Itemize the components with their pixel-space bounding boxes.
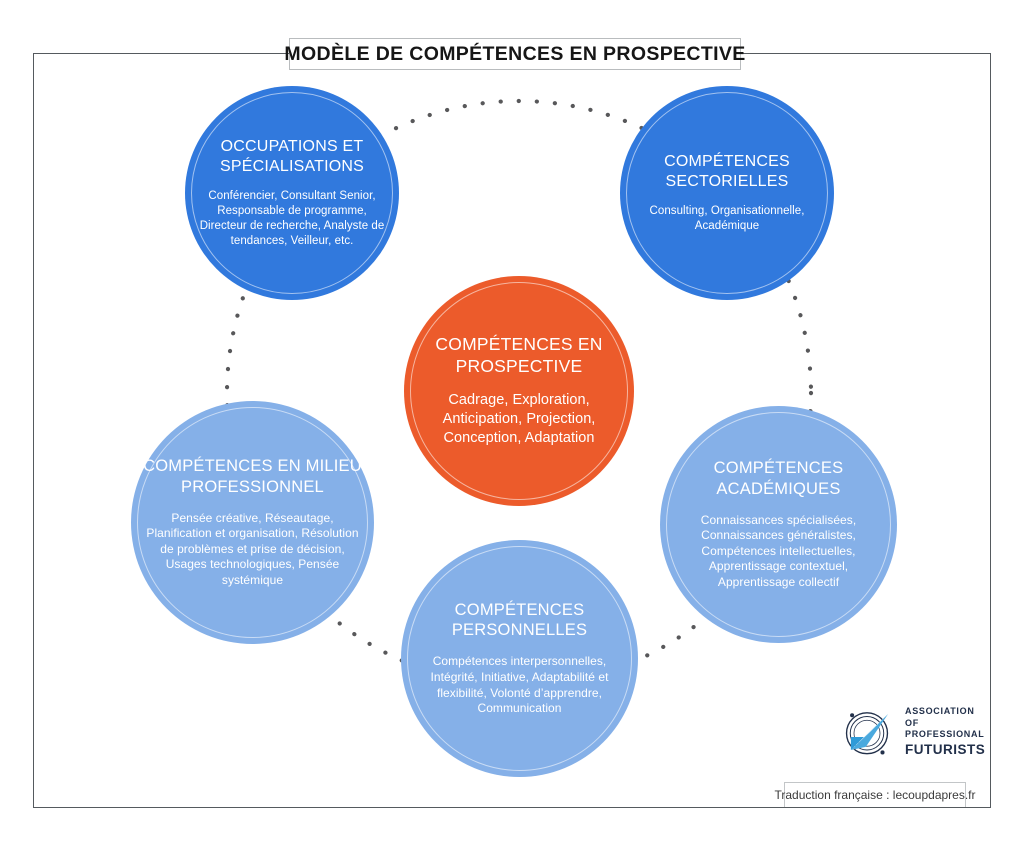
node-academiques[interactable]: COMPÉTENCES ACADÉMIQUES Connaissances sp… — [660, 406, 897, 643]
node-center-description: Cadrage, Exploration, Anticipation, Proj… — [442, 392, 596, 446]
dotted-connector-ring — [224, 98, 814, 688]
node-sectorielles-description: Consulting, Organisationnelle, Académiqu… — [649, 205, 805, 233]
node-personnelles-title: COMPÉTENCES PERSONNELLES — [451, 601, 588, 640]
node-sectorielles-title: COMPÉTENCES SECTORIELLES — [664, 153, 790, 190]
logo-line-association: ASSOCIATION OF — [905, 706, 975, 728]
node-academiques-title: COMPÉTENCES ACADÉMIQUES — [713, 459, 844, 498]
node-academiques-description: Connaissances spécialisées, Connaissance… — [700, 512, 857, 590]
dotted-ring-path — [224, 98, 814, 688]
node-content: COMPÉTENCES PERSONNELLES Compétences int… — [410, 600, 628, 717]
diagram-title-box: MODÈLE DE COMPÉTENCES EN PROSPECTIVE — [284, 38, 745, 70]
attribution-text: Traduction française : lecoupdapres.fr — [774, 788, 976, 802]
node-personnelles-description: Compétences interpersonnelles, Intégrité… — [430, 654, 609, 716]
node-occupations-title: OCCUPATIONS ET SPÉCIALISATIONS — [219, 138, 365, 175]
node-content: COMPÉTENCES ACADÉMIQUES Connaissances sp… — [669, 458, 887, 590]
node-occupations[interactable]: OCCUPATIONS ET SPÉCIALISATIONS Conférenc… — [185, 86, 399, 300]
apf-logo: ASSOCIATION OF PROFESSIONAL FUTURISTS — [836, 700, 988, 764]
node-sectorielles[interactable]: COMPÉTENCES SECTORIELLES Consulting, Org… — [620, 86, 834, 300]
node-content: COMPÉTENCES EN MILIEU PROFESSIONNEL Pens… — [141, 456, 365, 588]
node-personnelles[interactable]: COMPÉTENCES PERSONNELLES Compétences int… — [401, 540, 638, 777]
node-milieu-title: COMPÉTENCES EN MILIEU PROFESSIONNEL — [143, 457, 362, 496]
node-occupations-description: Conférencier, Consultant Senior, Respons… — [199, 190, 385, 247]
node-content: COMPÉTENCES EN PROSPECTIVE Cadrage, Expl… — [413, 334, 625, 447]
apf-logo-wordmark: ASSOCIATION OF PROFESSIONAL FUTURISTS — [905, 706, 988, 758]
node-content: OCCUPATIONS ET SPÉCIALISATIONS Conférenc… — [194, 137, 391, 249]
logo-line-professional: PROFESSIONAL — [905, 729, 985, 740]
logo-line-futurists: FUTURISTS — [905, 741, 986, 757]
node-content: COMPÉTENCES SECTORIELLES Consulting, Org… — [629, 152, 826, 234]
node-milieu-professionnel[interactable]: COMPÉTENCES EN MILIEU PROFESSIONNEL Pens… — [131, 401, 374, 644]
node-milieu-description: Pensée créative, Réseautage, Planificati… — [146, 510, 359, 588]
node-center-title: COMPÉTENCES EN PROSPECTIVE — [435, 334, 603, 376]
page-title: MODÈLE DE COMPÉTENCES EN PROSPECTIVE — [284, 42, 746, 65]
attribution-box: Traduction française : lecoupdapres.fr — [775, 782, 976, 807]
node-center-competences-prospective[interactable]: COMPÉTENCES EN PROSPECTIVE Cadrage, Expl… — [404, 276, 634, 506]
apf-compass-icon — [845, 712, 889, 755]
